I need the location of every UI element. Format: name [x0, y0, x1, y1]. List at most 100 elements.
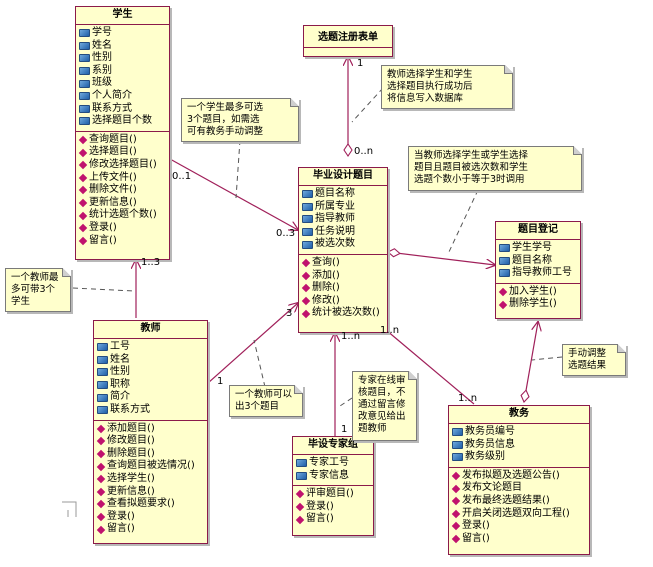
attribute-text: 指导教师	[315, 213, 355, 225]
class-admin[interactable]: 教务 教务员编号教务员信息教务级别 发布拟题及选题公告()发布文论题目发布最终选…	[448, 405, 590, 555]
operation-icon	[96, 462, 106, 471]
class-teacher[interactable]: 教师 工号姓名性别职称简介联系方式 添加题目()修改题目()删除题目()查询题目…	[93, 320, 208, 544]
attribute-icon	[97, 355, 108, 364]
class-teacher-operations: 添加题目()修改题目()删除题目()查询题目被选情况()选择学生()更新信息()…	[94, 419, 207, 539]
operation-text: 登录()	[306, 500, 334, 512]
operation-text: 删除学生()	[509, 298, 557, 310]
mult-student-end: 0..1	[172, 171, 192, 182]
class-teacher-attributes: 工号姓名性别职称简介联系方式	[94, 339, 207, 420]
operation-row: 登录()	[96, 511, 204, 524]
note-link-teacher-students	[72, 287, 135, 292]
operation-row: 选择学生()	[96, 472, 204, 486]
attribute-row: 所属专业	[302, 201, 384, 214]
operation-icon	[301, 259, 311, 268]
assoc-topic-registration	[388, 252, 495, 265]
operation-row: 添加题目()	[96, 423, 204, 436]
attribute-text: 教务级别	[465, 451, 505, 463]
attribute-text: 个人简介	[92, 89, 132, 101]
attribute-icon	[499, 256, 510, 265]
attribute-row: 教务员编号	[452, 426, 586, 439]
attribute-icon	[302, 228, 313, 237]
attribute-text: 学生学号	[512, 242, 552, 253]
operation-row: 发布最终选题结果()	[451, 494, 586, 508]
note-form-write-text: 教师选择学生和学生 选择题目执行成功后 将信息写入数据库	[387, 69, 473, 104]
operation-row: 评审题目()	[295, 488, 370, 501]
attribute-row: 专家信息	[296, 470, 370, 483]
operation-text: 留言()	[107, 523, 135, 535]
class-form[interactable]: 选题注册表单	[303, 25, 393, 57]
note-fold-icon	[408, 371, 417, 380]
attribute-row: 题目名称	[499, 255, 577, 268]
note-form-write: 教师选择学生和学生 选择题目执行成功后 将信息写入数据库	[381, 65, 513, 109]
operation-icon	[301, 309, 311, 318]
attribute-row: 指导教师	[302, 213, 384, 226]
operation-row: 登录()	[295, 500, 370, 514]
operation-icon	[78, 223, 88, 233]
operation-text: 评审题目()	[306, 488, 354, 500]
operation-icon	[498, 300, 508, 309]
operation-icon	[301, 284, 311, 293]
operation-row: 查询题目被选情况()	[96, 460, 204, 473]
attribute-row: 学号	[79, 27, 166, 40]
operation-icon	[498, 287, 508, 297]
note-student-limit: 一个学生最多可选 3个题目，如需选 可有教务手动调整	[181, 98, 299, 142]
mult-teacher-top: 1..3	[141, 257, 161, 268]
attribute-text: 联系方式	[110, 403, 150, 415]
attribute-icon	[499, 244, 510, 253]
note-teacher-topics-text: 一个教师可以 出3个题目	[235, 389, 293, 412]
attribute-icon	[97, 406, 108, 415]
operation-text: 查询题目被选情况()	[107, 460, 195, 472]
operation-icon	[96, 474, 106, 484]
operation-icon	[78, 135, 88, 145]
class-expert-name: 毕设专家组	[293, 437, 373, 455]
attribute-icon	[79, 29, 90, 38]
operation-text: 统计选题个数()	[89, 209, 157, 221]
attribute-text: 班级	[92, 77, 112, 89]
operation-text: 选择学生()	[107, 472, 155, 484]
operation-icon	[96, 449, 106, 459]
class-expert-attributes: 专家工号专家信息	[293, 455, 373, 485]
class-form-name: 选题注册表单	[304, 26, 392, 48]
class-topic[interactable]: 毕业设计题目 题目名称所属专业指导教师任务说明被选次数 查询()添加()删除()…	[298, 167, 388, 333]
operation-icon	[451, 522, 461, 531]
operation-text: 查看拟题要求()	[107, 498, 175, 510]
mult-admin-end: 1..n	[458, 393, 478, 404]
operation-row: 查询()	[301, 257, 384, 270]
operation-row: 留言()	[96, 523, 204, 536]
attribute-row: 个人简介	[79, 90, 166, 103]
class-registration-name: 题目登记	[496, 222, 580, 240]
operation-row: 留言()	[295, 513, 370, 526]
attribute-icon	[97, 381, 108, 390]
operation-text: 选择题目()	[89, 146, 137, 158]
class-student-attributes: 学号姓名性别系别班级个人简介联系方式选择题目个数	[76, 25, 169, 131]
note-fold-icon	[573, 146, 582, 155]
operation-text: 查询题目()	[89, 133, 137, 145]
operation-icon	[78, 186, 88, 195]
attribute-icon	[296, 459, 307, 468]
class-expert-operations: 评审题目()登录()留言()	[293, 485, 373, 529]
operation-row: 更新信息()	[78, 197, 166, 210]
attribute-row: 系别	[79, 65, 166, 78]
operation-row: 发布拟题及选题公告()	[451, 470, 586, 483]
operation-icon	[301, 296, 311, 306]
attribute-row: 简介	[97, 391, 204, 404]
class-expert[interactable]: 毕设专家组 专家工号专家信息 评审题目()登录()留言()	[292, 436, 374, 536]
attribute-text: 选择题目个数	[92, 115, 152, 127]
operation-icon	[78, 236, 88, 246]
operation-text: 留言()	[89, 234, 117, 246]
attribute-icon	[452, 428, 463, 437]
operation-icon	[295, 490, 305, 499]
operation-text: 发布最终选题结果()	[462, 494, 550, 506]
operation-row: 更新信息()	[96, 486, 204, 499]
attribute-text: 专家工号	[309, 457, 349, 468]
class-student[interactable]: 学生 学号姓名性别系别班级个人简介联系方式选择题目个数 查询题目()选择题目()…	[75, 6, 170, 260]
attribute-text: 学号	[92, 27, 112, 38]
operation-icon	[96, 424, 106, 434]
attribute-text: 职称	[110, 378, 130, 390]
attribute-text: 任务说明	[315, 225, 355, 237]
operation-text: 上传文件()	[89, 171, 137, 183]
operation-row: 添加()	[301, 270, 384, 283]
note-fold-icon	[617, 344, 626, 353]
class-registration[interactable]: 题目登记 学生学号题目名称指导教师工号 加入学生()删除学生()	[495, 221, 581, 319]
